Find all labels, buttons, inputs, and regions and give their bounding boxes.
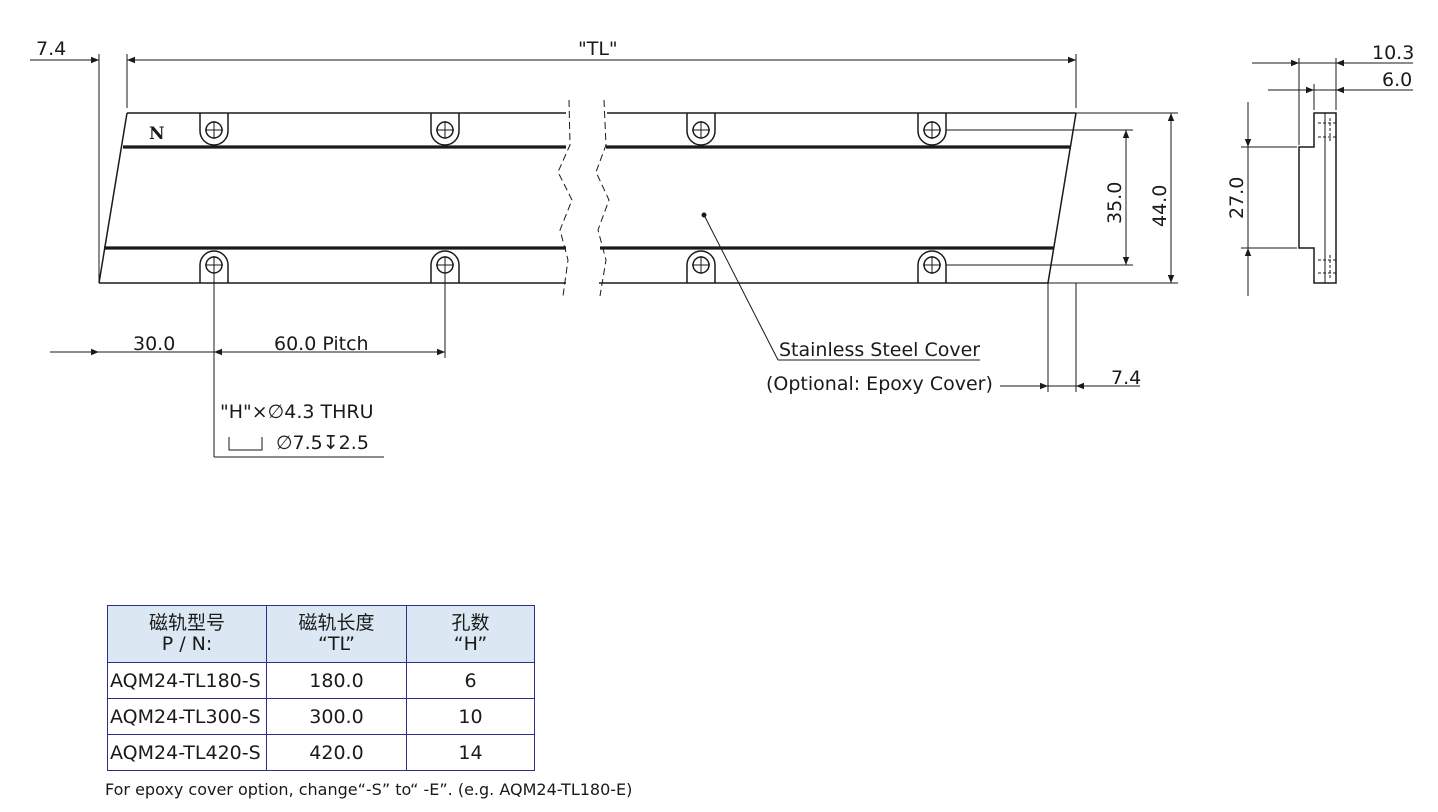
side-height-dim: 27.0 <box>1226 177 1248 219</box>
cell-holes: 10 <box>406 698 535 735</box>
header-en: “H” <box>453 633 488 655</box>
cell-part-number: AQM24-TL420-S <box>107 734 267 771</box>
pitch-dim: 60.0 Pitch <box>274 333 369 355</box>
table-row: AQM24-TL300-S 300.0 10 <box>107 698 535 735</box>
header-holes: 孔数 “H” <box>406 605 535 663</box>
cell-holes: 6 <box>406 662 535 699</box>
table-header-row: 磁轨型号 P / N: 磁轨长度 “TL” 孔数 “H” <box>107 605 535 663</box>
side-width-dim: 10.3 <box>1372 42 1414 64</box>
part-number-table: 磁轨型号 P / N: 磁轨长度 “TL” 孔数 “H” AQM24-TL180… <box>107 605 535 771</box>
left-offset-dim: 7.4 <box>36 38 66 60</box>
top-hole-tabs <box>199 113 947 146</box>
table-row: AQM24-TL180-S 180.0 6 <box>107 662 535 699</box>
header-cn: 孔数 <box>451 612 490 634</box>
header-cn: 磁轨长度 <box>298 612 375 634</box>
rail-outline <box>98 112 1077 284</box>
cell-part-number: AQM24-TL300-S <box>107 698 267 735</box>
cell-holes: 14 <box>406 734 535 771</box>
cover-option-label: (Optional: Epoxy Cover) <box>766 373 993 395</box>
header-length: 磁轨长度 “TL” <box>266 605 407 663</box>
right-offset-dimension <box>1000 283 1140 392</box>
cell-length: 180.0 <box>266 662 407 699</box>
side-view <box>1241 58 1413 296</box>
bottom-dimensions <box>50 274 446 457</box>
hole-callout <box>214 437 384 458</box>
first-hole-dim: 30.0 <box>133 333 175 355</box>
cell-length: 420.0 <box>266 734 407 771</box>
side-inner-width-dim: 6.0 <box>1382 69 1412 91</box>
header-en: P / N: <box>161 633 213 655</box>
total-length-dim: "TL" <box>578 38 618 60</box>
header-en: “TL” <box>318 633 355 655</box>
overall-height-dim: 44.0 <box>1149 185 1171 227</box>
right-vertical-dimensions <box>946 112 1178 284</box>
hole-callout-counterbore: ∅7.5↧2.5 <box>276 432 369 454</box>
cover-label: Stainless Steel Cover <box>779 339 980 361</box>
cover-leader <box>701 212 980 361</box>
cell-length: 300.0 <box>266 698 407 735</box>
bottom-hole-tabs <box>199 250 947 283</box>
header-cn: 磁轨型号 <box>148 612 225 634</box>
header-part-number: 磁轨型号 P / N: <box>107 605 267 663</box>
north-pole-mark: N <box>149 124 165 144</box>
cell-part-number: AQM24-TL180-S <box>107 662 267 699</box>
hole-callout-thru: "H"×∅4.3 THRU <box>220 401 374 423</box>
hole-spacing-dim: 35.0 <box>1104 182 1126 224</box>
top-dimensions <box>30 54 1077 283</box>
right-offset-dim: 7.4 <box>1111 367 1141 389</box>
footnote: For epoxy cover option, change“-S” to“ -… <box>105 780 633 799</box>
table-row: AQM24-TL420-S 420.0 14 <box>107 734 535 771</box>
break-lines <box>557 99 610 297</box>
